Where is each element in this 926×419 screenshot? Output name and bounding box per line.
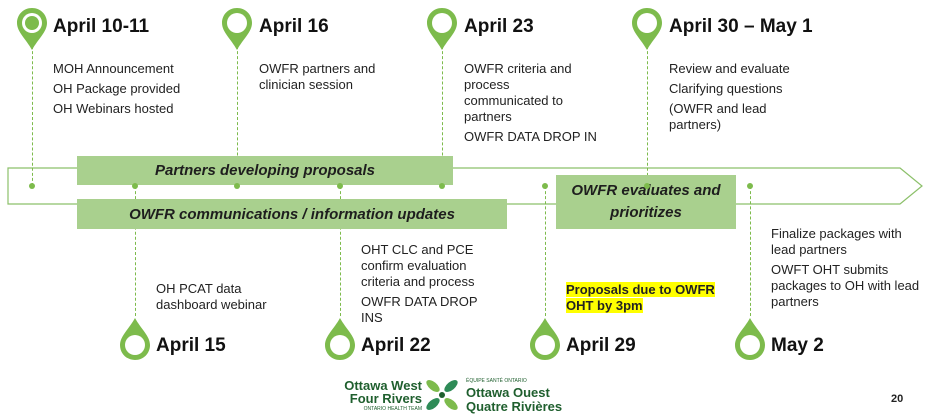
desc-line: MOH Announcement — [53, 61, 174, 76]
desc-line: OWFT OHT submits packages to OH with lea… — [771, 262, 920, 309]
location-pin-icon — [325, 318, 355, 360]
date-may-2: May 2 — [771, 335, 824, 356]
date-april-23: April 23 — [464, 16, 534, 37]
date-april-15: April 15 — [156, 335, 226, 356]
logo-fr-small: ÉQUIPE SANTÉ ONTARIO — [466, 378, 527, 384]
timeline-dot-april-29 — [542, 183, 548, 189]
location-pin-icon — [120, 318, 150, 360]
location-pin-icon — [427, 8, 457, 50]
location-pin-icon — [17, 8, 47, 50]
desc-april-29: Proposals due to OWFR OHT by 3pm — [566, 282, 736, 314]
ottawa-west-four-rivers-logo: Ottawa West Four Rivers ONTARIO HEALTH T… — [328, 376, 562, 419]
logo-en-line1: Ottawa West — [344, 378, 422, 393]
desc-line: OWFR criteria and process communicated t… — [464, 61, 572, 124]
logo-en-line2: Four Rivers — [349, 391, 422, 406]
desc-line: Clarifying questions — [669, 81, 783, 96]
desc-line: (OWFR and lead partners) — [669, 101, 767, 132]
desc-may-2: Finalize packages with lead partners OWF… — [771, 226, 923, 310]
desc-april-16: OWFR partners and clinician session — [259, 61, 399, 93]
cross-leaf-icon — [426, 380, 458, 410]
connector-april-10-11 — [32, 46, 33, 186]
desc-line: OH PCAT data dashboard webinar — [156, 281, 267, 312]
band-owfr-evaluates-label: OWFR evaluates and prioritizes — [571, 182, 721, 221]
timeline-dot-april-30 — [644, 183, 650, 189]
timeline-dot-april-10-11 — [29, 183, 35, 189]
date-april-22: April 22 — [361, 335, 431, 356]
desc-line: Finalize packages with lead partners — [771, 226, 902, 257]
date-april-30-may-1: April 30 – May 1 — [669, 16, 813, 37]
timeline-dot-april-23 — [439, 183, 445, 189]
timeline-dot-april-15 — [132, 183, 138, 189]
timeline-dot-april-16 — [234, 183, 240, 189]
desc-april-30-may-1: Review and evaluate Clarifying questions… — [669, 61, 829, 133]
desc-line: OH Webinars hosted — [53, 101, 174, 116]
page-number: 20 — [891, 393, 904, 405]
desc-april-22: OHT CLC and PCE confirm evaluation crite… — [361, 242, 501, 326]
timeline-dot-may-2 — [747, 183, 753, 189]
desc-line: OWFR partners and clinician session — [259, 61, 376, 92]
desc-line: Proposals due to OWFR OHT by 3pm — [566, 282, 731, 314]
location-pin-icon — [222, 8, 252, 50]
connector-april-30 — [647, 46, 648, 186]
location-pin-icon — [530, 318, 560, 360]
location-pin-icon — [735, 318, 765, 360]
desc-line: OHT CLC and PCE confirm evaluation crite… — [361, 242, 475, 289]
logo-fr-line2: Quatre Rivières — [466, 399, 563, 414]
connector-april-23 — [442, 46, 443, 186]
desc-april-10-11: MOH Announcement OH Package provided OH … — [53, 61, 213, 117]
date-april-10-11: April 10-11 — [53, 16, 150, 37]
connector-april-29 — [545, 186, 546, 316]
connector-april-16 — [237, 46, 238, 186]
band-owfr-communications: OWFR communications / information update… — [77, 199, 507, 229]
desc-line: OWFR DATA DROP IN — [464, 129, 597, 144]
logo-fr-line1: Ottawa Ouest — [466, 385, 550, 400]
timeline-dot-april-22 — [337, 183, 343, 189]
location-pin-icon — [632, 8, 662, 50]
band-partners-developing: Partners developing proposals — [77, 156, 453, 185]
date-april-16: April 16 — [259, 16, 329, 37]
date-april-29: April 29 — [566, 335, 636, 356]
deadline-highlight: Proposals due to OWFR OHT by 3pm — [566, 282, 715, 313]
desc-april-23: OWFR criteria and process communicated t… — [464, 61, 604, 145]
desc-line: OWFR DATA DROP INS — [361, 294, 478, 325]
desc-line: OH Package provided — [53, 81, 181, 96]
desc-april-15: OH PCAT data dashboard webinar — [156, 281, 301, 313]
logo-en-small: ONTARIO HEALTH TEAM — [363, 406, 422, 412]
connector-may-2 — [750, 186, 751, 316]
connector-april-22 — [340, 186, 341, 316]
desc-line: Review and evaluate — [669, 61, 790, 76]
connector-april-15 — [135, 186, 136, 316]
